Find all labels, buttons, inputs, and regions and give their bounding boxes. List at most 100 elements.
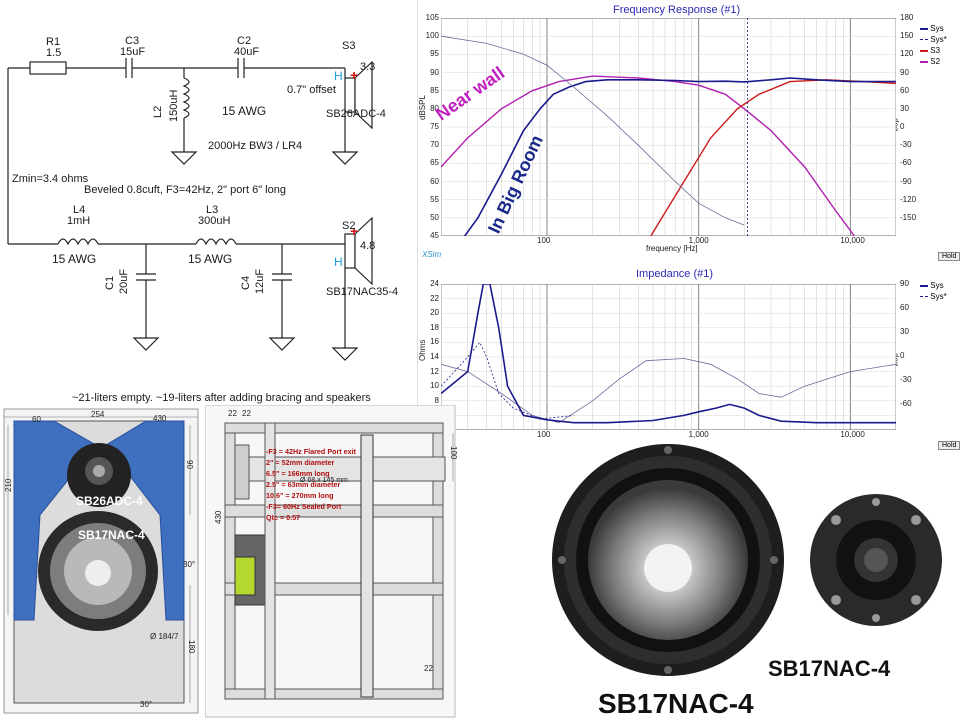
side-dim-22a: 22 [228, 409, 237, 418]
y-tick-label: 105 [425, 13, 439, 22]
legend-label: S2 [930, 57, 941, 66]
y-tick-label: 55 [430, 194, 439, 204]
s3-h-mark: H [334, 69, 343, 83]
y-tick-label: 30 [900, 103, 909, 113]
l2-awg: 15 AWG [222, 104, 267, 118]
frequency-response-plot [441, 18, 896, 236]
y-tick-label: 70 [430, 140, 439, 150]
x-tick-label: 100 [537, 236, 551, 245]
front-cabinet-drawing [3, 408, 199, 714]
y-tick-label: 85 [430, 85, 439, 95]
y-tick-label: -60 [900, 158, 912, 168]
volume-note: ~21-liters empty. ~19-liters after addin… [72, 392, 371, 404]
crossover-filter: 2000Hz BW3 / LR4 [208, 140, 303, 152]
y-tick-label: 30 [900, 326, 909, 336]
crossover-schematic: + + H H [7, 58, 373, 361]
dim-60: 60 [32, 415, 41, 424]
y-tick-label: 20 [430, 308, 439, 318]
legend-swatch [920, 60, 928, 63]
photo-label-right: SB17NAC-4 [768, 656, 891, 681]
c1-label: C1 [104, 275, 116, 290]
zmin-note: Zmin=3.4 ohms [12, 173, 89, 185]
l2-value: 150uH [168, 89, 180, 122]
box-note: Beveled 0.8cuft, F3=42Hz, 2" port 6" lon… [84, 184, 286, 196]
freq-x-axis-label: frequency [Hz] [646, 244, 698, 253]
s2-plus-mark: + [350, 223, 358, 239]
side-dim-430: 430 [214, 510, 223, 524]
port-notes: -F3 = 42Hz Flared Port exit 2" = 52mm di… [266, 446, 356, 523]
imp-x-ticks: 100 1,000 10,000 [441, 430, 896, 440]
side-dim-100: 100 [449, 446, 458, 460]
l3-value: 300uH [198, 215, 231, 227]
x-tick-label: 1,000 [688, 430, 709, 439]
side-cabinet-drawing [205, 405, 456, 718]
front-tweeter-label: SB26ADC-4 [76, 494, 143, 508]
dim-180: 180 [187, 640, 196, 654]
port-dimension: Ø 68 x 145 mm [300, 477, 348, 484]
freq-chart-title: Frequency Response (#1) [613, 4, 741, 16]
y-tick-label: 120 [900, 49, 914, 59]
y-tick-label: 60 [900, 85, 909, 95]
port-note: -F3 = 42Hz Flared Port exit [266, 447, 357, 456]
legend-swatch [920, 49, 928, 52]
s3-label: S3 [342, 40, 356, 52]
legend-label: Sys* [930, 292, 947, 301]
s3-plus-mark: + [350, 67, 358, 83]
c1-value: 20uF [118, 268, 130, 294]
c3-value: 15uF [120, 46, 146, 58]
tweeter-photo [810, 494, 942, 626]
port-note: Qtc = 0.57 [266, 513, 301, 522]
legend-item: S3 [920, 46, 960, 57]
l3-label: L3 [206, 204, 219, 216]
series-s2 [441, 75, 856, 236]
l4-label: L4 [73, 204, 86, 216]
legend-swatch [920, 284, 928, 287]
y-tick-label: -30 [900, 374, 912, 384]
dim-woofer-dia: Ø 184/7 [150, 632, 179, 641]
y-tick-label: 14 [430, 352, 439, 361]
dim-210: 210 [4, 478, 13, 492]
c4-label: C4 [240, 275, 252, 290]
x-tick-label: 10,000 [840, 430, 865, 439]
l4-value: 1mH [67, 215, 91, 227]
imp-hold-button[interactable]: Hold [938, 441, 960, 450]
y-tick-label: 60 [430, 176, 439, 186]
l4-awg: 15 AWG [52, 252, 97, 266]
legend-item: Sys* [920, 292, 960, 303]
freq-hold-button[interactable]: Hold [938, 252, 960, 261]
y-tick-label: 0 [900, 122, 905, 131]
dim-90: 90 [185, 460, 194, 469]
y-tick-label: 50 [430, 212, 439, 222]
legend-label: S3 [930, 46, 941, 55]
c2-value: 40uF [234, 46, 260, 58]
freq-legend: Sys Sys* S3 S2 [920, 24, 960, 68]
legend-swatch [920, 296, 928, 298]
y-tick-label: 75 [430, 122, 439, 131]
port-note: 10.6" = 270mm long [266, 491, 334, 500]
y-tick-label: 22 [430, 293, 439, 303]
y-tick-label: -60 [900, 398, 912, 408]
series-sys [441, 284, 896, 424]
legend-swatch [920, 27, 928, 30]
y-tick-label: -90 [900, 176, 912, 186]
port-note: 2.5" = 63mm diameter [266, 480, 341, 489]
dim-254: 254 [91, 410, 105, 419]
l3-awg: 15 AWG [188, 252, 233, 266]
y-tick-label: 8 [434, 395, 439, 405]
y-tick-label: 60 [900, 302, 909, 312]
side-dim-22b: 22 [242, 409, 251, 418]
x-tick-label: 100 [537, 430, 551, 439]
dim-30-right: 30° [183, 560, 196, 569]
r1-label: R1 [46, 36, 61, 48]
port-note: 6.5" = 166mm long [266, 469, 330, 478]
woofer-photo [552, 444, 784, 676]
y-tick-label: -150 [900, 212, 917, 222]
y-tick-label: 90 [430, 67, 439, 77]
y-tick-label: 0 [900, 350, 905, 360]
r1-value: 1.5 [46, 47, 62, 59]
l2-label: L2 [152, 105, 164, 118]
y-tick-label: 18 [430, 322, 439, 332]
side-dim-22c: 22 [424, 664, 433, 673]
legend-label: Sys [930, 24, 944, 33]
